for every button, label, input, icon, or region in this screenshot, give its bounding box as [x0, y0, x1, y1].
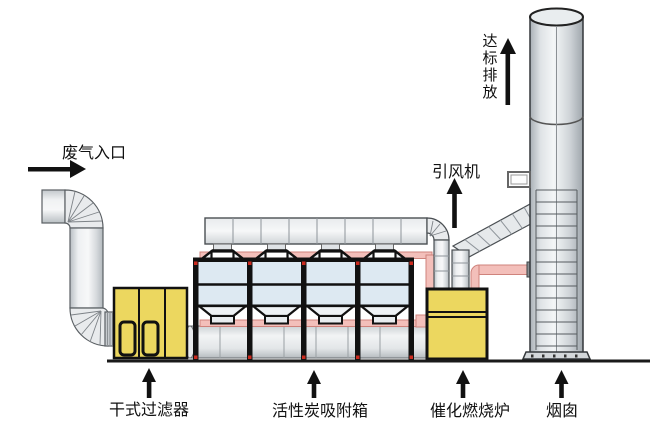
- inlet-pipe-vertical: [69, 227, 104, 309]
- furnace-riser-duct: [451, 249, 470, 290]
- chimney-callout: 烟囱: [546, 370, 578, 420]
- inlet-arrow-icon: [28, 160, 86, 178]
- compliant-emission-callout: 达 标 排 放: [482, 33, 516, 105]
- emission-char-4: 放: [482, 84, 497, 101]
- inlet-duct-end: [41, 189, 66, 224]
- filter-door-left: [118, 320, 137, 357]
- funnel-outlet: [210, 315, 235, 325]
- dry-filter-up-arrow-icon: [142, 368, 156, 398]
- emission-up-arrow-icon: [500, 38, 516, 105]
- waste-gas-inlet-callout: 废气入口: [28, 144, 126, 178]
- chimney-base: [521, 351, 592, 360]
- carbon-adsorption-unit: [193, 243, 414, 361]
- carbon-box-callout: 活性炭吸附箱: [272, 370, 368, 420]
- pink-pipe-to-chimney: [470, 261, 534, 290]
- furnace-label: 催化燃烧炉: [430, 402, 510, 420]
- chimney-ribs: [535, 189, 578, 350]
- fan-up-arrow-icon: [446, 178, 463, 228]
- waste-gas-inlet-label: 废气入口: [62, 144, 126, 162]
- chimney-unit: [507, 7, 592, 360]
- adsorber-duct-elbow: [426, 217, 450, 241]
- hot-air-coupling: [415, 314, 428, 328]
- inlet-elbow-bottom-seams: [70, 310, 102, 346]
- filter-door-right: [141, 320, 160, 357]
- induced-fan-label: 引风机: [432, 163, 480, 181]
- funnel-row: [195, 304, 412, 325]
- adsorber-top-duct-seams: [232, 218, 402, 244]
- emission-char-2: 标: [482, 50, 497, 67]
- adsorber-duct-elbow-seams: [429, 220, 447, 237]
- emission-char-3: 排: [482, 67, 497, 84]
- frame-columns: [193, 258, 414, 361]
- adsorber-duct-downpipe: [433, 239, 450, 290]
- funnel-outlet: [372, 315, 397, 325]
- induced-fan-callout: 引风机: [432, 163, 480, 228]
- chimney-label: 烟囱: [546, 402, 578, 420]
- chimney-bracket: [507, 171, 531, 188]
- inlet-duct: [41, 189, 116, 347]
- adsorber-top-duct: [204, 217, 450, 290]
- emission-char-1: 达: [482, 33, 497, 50]
- dry-filter-callout: 干式过滤器: [109, 368, 189, 419]
- furnace-up-arrow-icon: [456, 370, 470, 398]
- funnel-outlet: [264, 315, 289, 325]
- inlet-elbow-top-seams: [67, 191, 103, 223]
- dry-filter-unit: [112, 286, 189, 360]
- main-lower-duct: [184, 325, 431, 359]
- catalytic-furnace-unit: [425, 287, 489, 361]
- furnace-callout: 催化燃烧炉: [430, 370, 510, 420]
- dry-filter-label: 干式过滤器: [109, 401, 189, 419]
- hot-air-pipe-drop: [425, 254, 435, 290]
- chimney-rim: [529, 7, 584, 27]
- diagonal-duct: [451, 202, 541, 258]
- inlet-elbow-top: [64, 189, 104, 229]
- carbon-box-label: 活性炭吸附箱: [272, 402, 368, 420]
- inlet-elbow-bottom: [69, 307, 109, 347]
- chimney-up-arrow-icon: [554, 370, 569, 398]
- funnel-outlet: [318, 315, 343, 325]
- carbon-box-up-arrow-icon: [307, 370, 321, 398]
- frame-joint-dots: [194, 261, 413, 359]
